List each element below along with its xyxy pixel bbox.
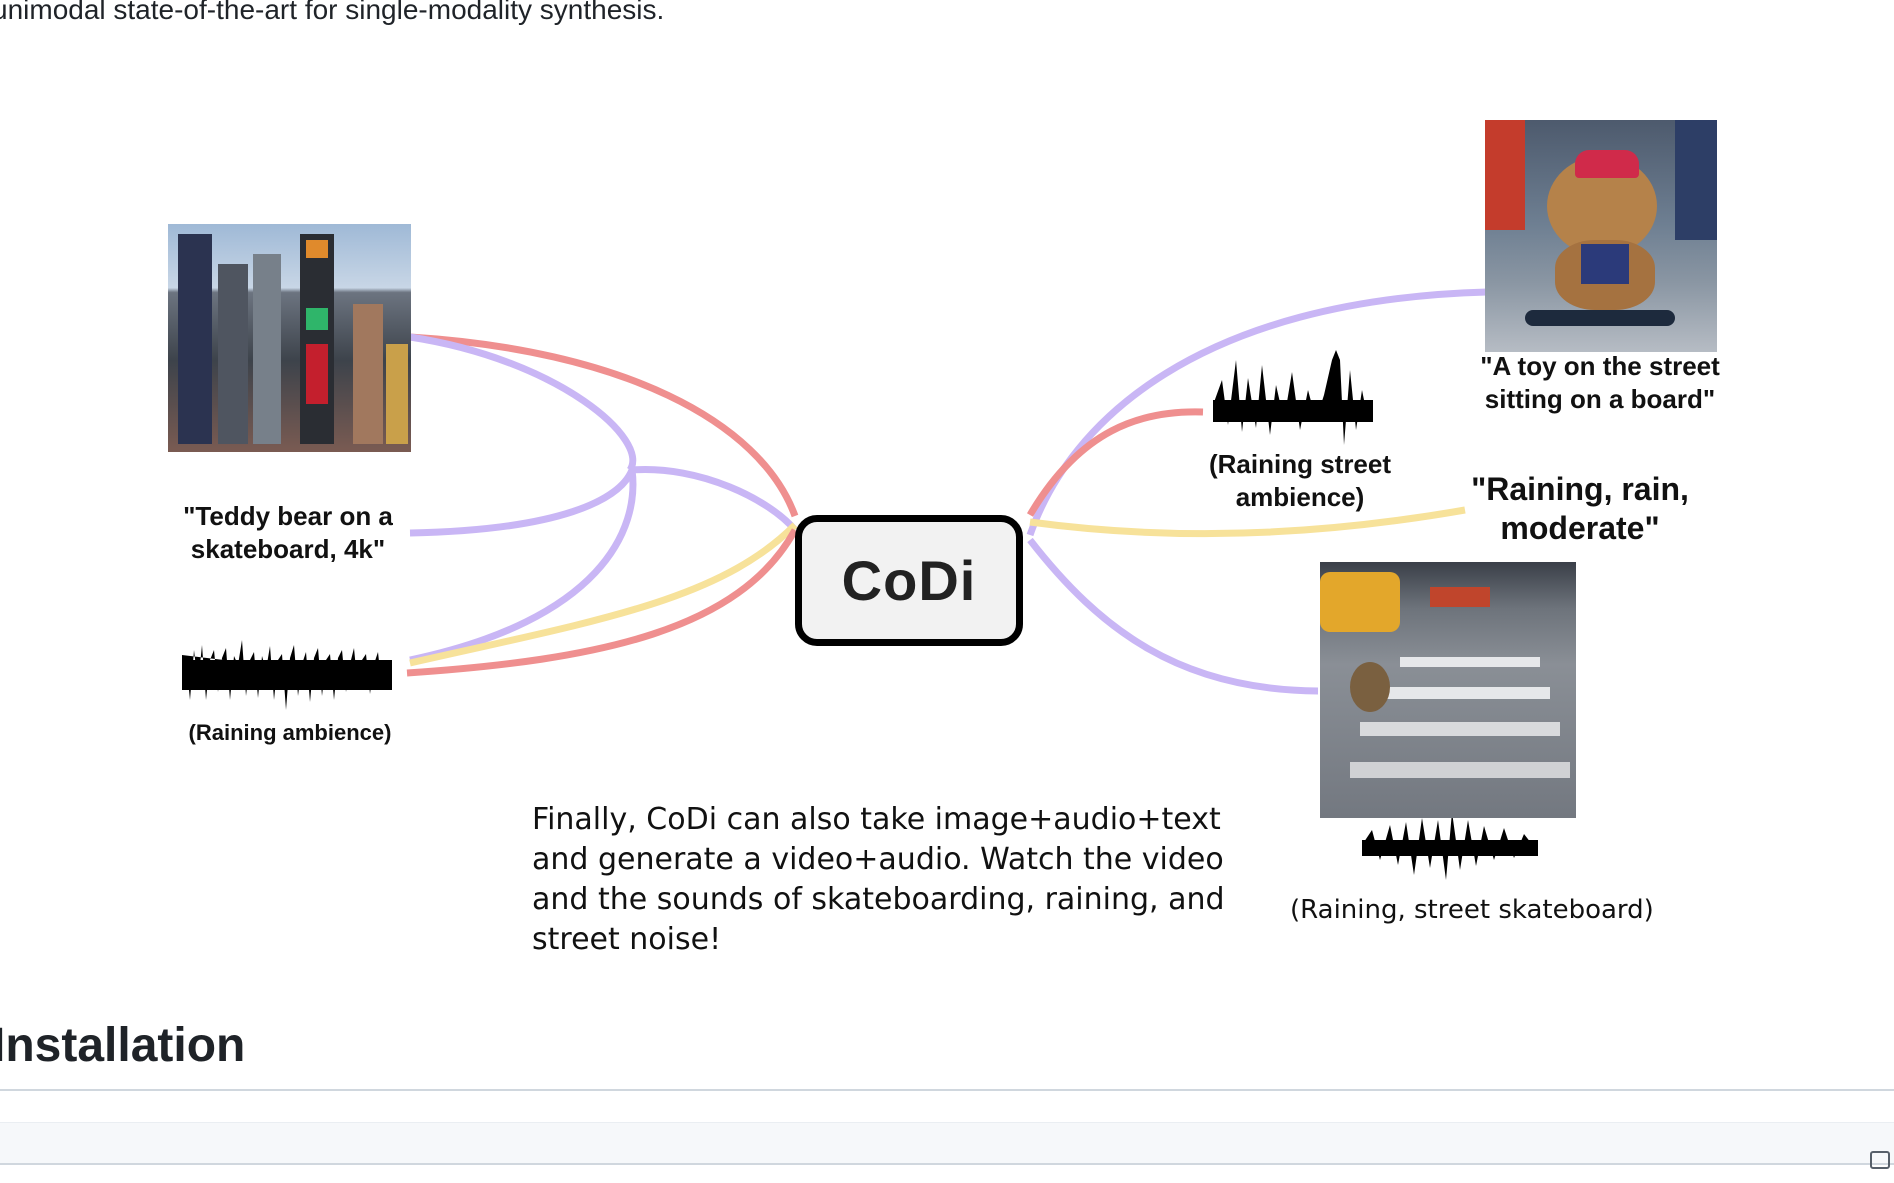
link-merge-purple bbox=[631, 466, 798, 533]
link-out-text-yellow bbox=[1029, 506, 1466, 538]
section-heading-installation: Installation bbox=[0, 1019, 246, 1072]
link-out-video-purple bbox=[1027, 537, 1319, 695]
codi-diagram: "Teddy bear on a skateboard, 4k" (Rainin… bbox=[0, 60, 1894, 960]
input-image-times-square bbox=[168, 224, 411, 452]
input-audio-waveform bbox=[182, 640, 392, 710]
code-block bbox=[0, 1122, 1894, 1169]
link-out-audio-red bbox=[1026, 408, 1204, 517]
input-audio-label: (Raining ambience) bbox=[188, 720, 392, 745]
link-audio-red bbox=[406, 528, 799, 677]
link-audio-yellow bbox=[409, 522, 798, 667]
output-audio-label: (Raining street ambience) bbox=[1208, 449, 1392, 512]
diagram-caption: Finally, CoDi can also take image+audio+… bbox=[532, 802, 1225, 957]
codi-model-box: CoDi bbox=[795, 515, 1023, 646]
output-video-frame bbox=[1320, 562, 1576, 818]
link-text-purple bbox=[409, 468, 636, 537]
output-video-audio-label: (Raining, street skateboard) bbox=[1290, 895, 1654, 925]
link-image-purple bbox=[409, 333, 637, 472]
output-image-teddy-bear bbox=[1485, 120, 1717, 352]
output-image-caption: "A toy on the street sitting on a board" bbox=[1480, 351, 1720, 414]
connection-lines bbox=[182, 288, 1538, 880]
copy-icon[interactable] bbox=[1870, 1151, 1890, 1169]
link-image-red bbox=[409, 333, 799, 518]
output-audio-waveform bbox=[1213, 350, 1373, 445]
intro-paragraph: unimodal state-of-the-art for single-mod… bbox=[0, 0, 665, 25]
link-audio-purple bbox=[409, 469, 637, 664]
output-text: "Raining, rain, moderate" bbox=[1471, 471, 1689, 546]
heading-divider bbox=[0, 1089, 1894, 1091]
input-text-prompt: "Teddy bear on a skateboard, 4k" bbox=[183, 501, 393, 564]
codi-label: CoDi bbox=[841, 549, 977, 612]
output-video-waveform bbox=[1362, 812, 1538, 880]
